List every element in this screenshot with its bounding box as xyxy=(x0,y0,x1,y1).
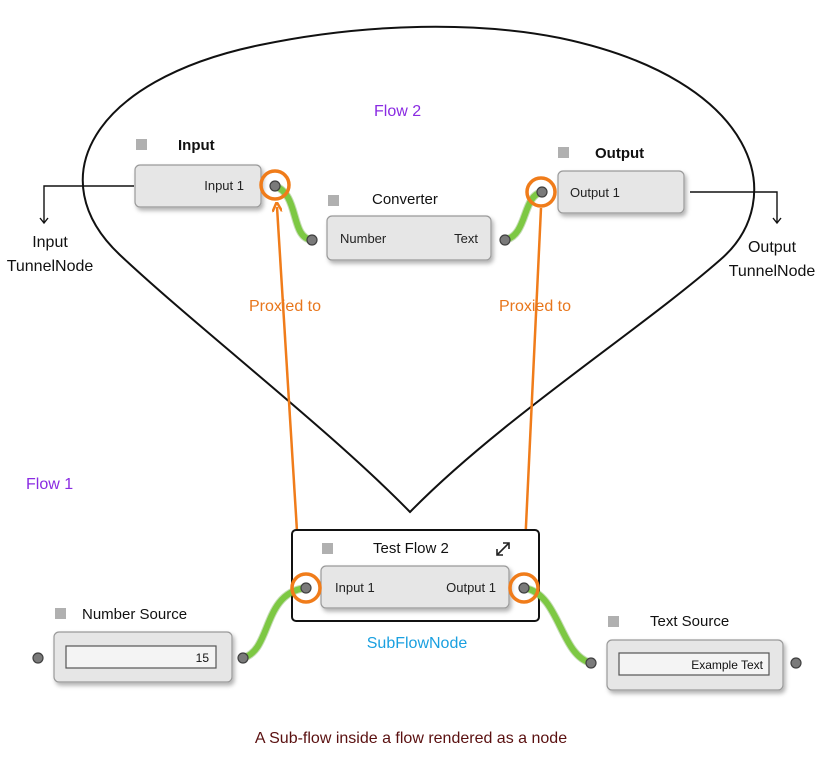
subflow-node-label: SubFlowNode xyxy=(367,635,468,652)
converter-node-title: Converter xyxy=(372,191,438,208)
node-handle-icon[interactable] xyxy=(608,616,619,627)
output-tunnel-label-line1: Output xyxy=(748,239,797,256)
output-node-body[interactable] xyxy=(557,170,685,214)
node-handle-icon[interactable] xyxy=(322,543,333,554)
text-source-value: Example Text xyxy=(691,658,763,672)
input-tunnel-node[interactable]: Input Input 1 xyxy=(134,137,262,208)
converter-output-port-label: Text xyxy=(454,231,478,246)
input-tunnel-connector xyxy=(39,185,134,225)
input-node-port-label: Input 1 xyxy=(204,178,244,193)
number-source-field[interactable] xyxy=(65,645,217,669)
highlight-ring xyxy=(259,169,291,201)
converter-output-port[interactable] xyxy=(499,234,511,246)
proxied-arrow-left xyxy=(277,207,302,581)
text-source-output-port[interactable] xyxy=(790,657,802,669)
subflow-input-port-label: Input 1 xyxy=(335,580,375,595)
converter-input-port[interactable] xyxy=(306,234,318,246)
highlight-ring xyxy=(290,572,322,604)
wire-input-to-converter xyxy=(272,183,315,243)
wire-subflow-to-text xyxy=(522,585,594,666)
number-source-node[interactable]: Number Source 15 xyxy=(53,606,233,683)
node-handle-icon[interactable] xyxy=(136,139,147,150)
output-tunnel-label-line2: TunnelNode xyxy=(729,263,816,280)
highlight-ring xyxy=(508,572,540,604)
converter-node[interactable]: Converter Number Text xyxy=(326,191,492,261)
output-node-port-label: Output 1 xyxy=(570,185,620,200)
text-source-title: Text Source xyxy=(650,613,729,630)
number-source-input-port[interactable] xyxy=(32,652,44,664)
node-handle-icon[interactable] xyxy=(55,608,66,619)
subflow-input-port[interactable] xyxy=(300,582,312,594)
proxied-label-right: Proxied to xyxy=(499,298,571,315)
highlight-ring xyxy=(525,176,557,208)
flow2-expansion-outline xyxy=(81,25,756,514)
flow1-label: Flow 1 xyxy=(26,476,73,493)
text-source-node[interactable]: Text Source Example Text xyxy=(606,613,784,691)
input-tunnel-label-line1: Input xyxy=(32,234,68,251)
output-tunnel-connector xyxy=(690,191,782,225)
subflow-node-title: Test Flow 2 xyxy=(373,540,449,557)
converter-node-body[interactable] xyxy=(326,215,492,261)
converter-input-port-label: Number xyxy=(340,231,387,246)
proxied-label-left: Proxied to xyxy=(249,298,321,315)
wire-converter-to-output xyxy=(502,189,545,243)
subflow-output-port[interactable] xyxy=(518,582,530,594)
proxied-arrow-right xyxy=(524,207,543,568)
text-source-field[interactable] xyxy=(618,652,770,676)
input-tunnel-label-line2: TunnelNode xyxy=(7,258,94,275)
flow2-label: Flow 2 xyxy=(374,103,421,120)
expand-icon[interactable] xyxy=(496,542,510,556)
input-node-output-port[interactable] xyxy=(269,180,281,192)
number-source-output-port[interactable] xyxy=(237,652,249,664)
text-source-input-port[interactable] xyxy=(585,657,597,669)
output-tunnel-node[interactable]: Output Output 1 xyxy=(557,145,685,214)
input-node-title: Input xyxy=(178,137,215,154)
diagram-caption: A Sub-flow inside a flow rendered as a n… xyxy=(255,730,567,747)
number-source-title: Number Source xyxy=(82,606,187,623)
number-source-value: 15 xyxy=(196,651,210,665)
node-handle-icon[interactable] xyxy=(558,147,569,158)
output-node-input-port[interactable] xyxy=(536,186,548,198)
node-handle-icon[interactable] xyxy=(328,195,339,206)
subflow-output-port-label: Output 1 xyxy=(446,580,496,595)
output-node-title: Output xyxy=(595,145,644,162)
